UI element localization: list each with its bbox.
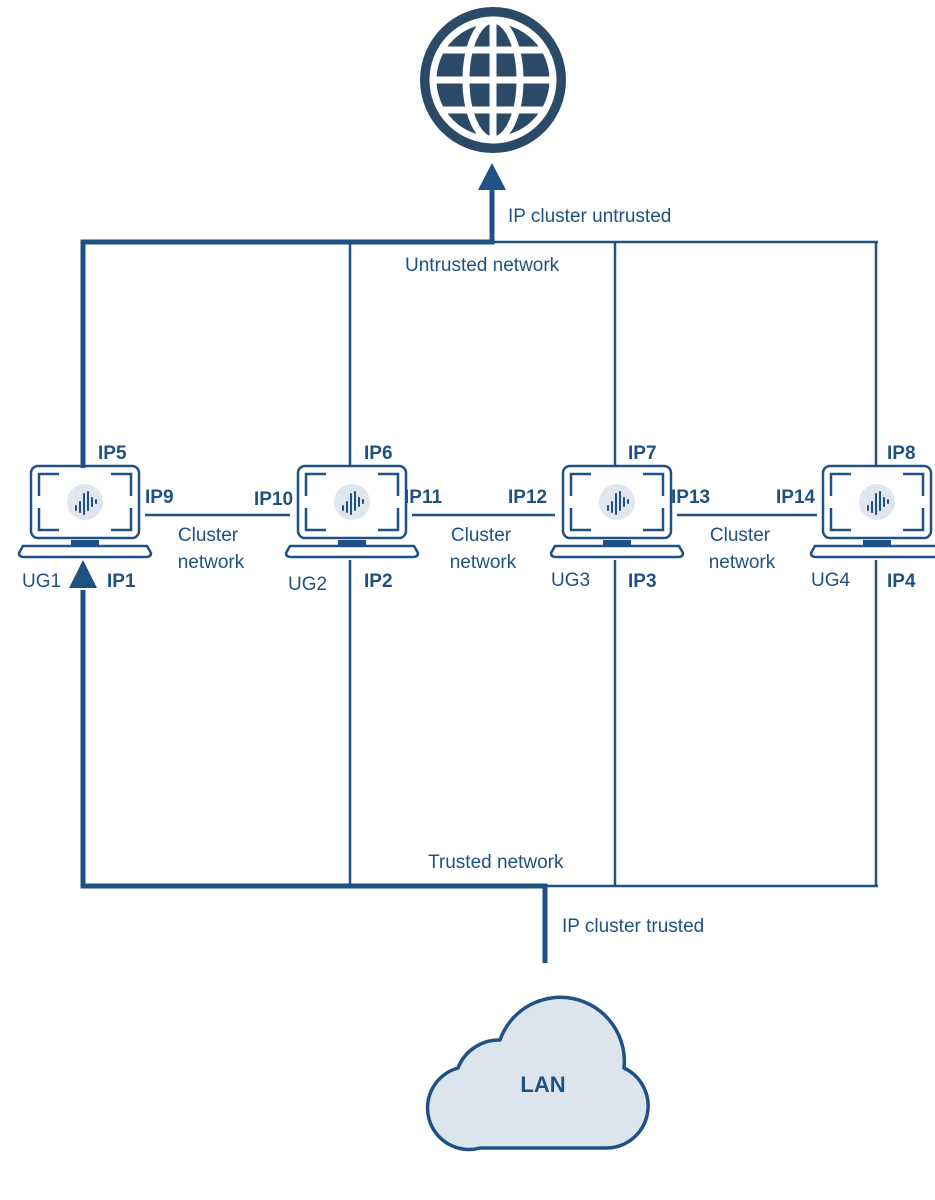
cluster-ip-right: IP10 xyxy=(254,489,293,510)
node-ip-top: IP6 xyxy=(364,443,393,464)
node-ip-top: IP5 xyxy=(98,443,127,464)
trusted-uplink-path xyxy=(80,590,548,963)
cluster-network-label: Cluster xyxy=(451,525,512,546)
node-ip-top: IP7 xyxy=(628,443,657,464)
cluster-ip-left: IP9 xyxy=(145,487,174,508)
node-ip-bottom: IP1 xyxy=(107,571,136,592)
up-arrow-icon xyxy=(69,560,97,588)
cluster-network-label: Cluster xyxy=(178,525,239,546)
untrusted-uplink-path xyxy=(80,185,495,468)
node-name: UG1 xyxy=(22,571,61,592)
cluster-ip-left: IP13 xyxy=(671,487,710,508)
node-ip-bottom: IP3 xyxy=(628,571,657,592)
ip-cluster-untrusted-label: IP cluster untrusted xyxy=(508,206,671,227)
lan-label: LAN xyxy=(520,1072,565,1097)
cluster-network-label: network xyxy=(178,552,245,573)
laptop-icon xyxy=(17,464,153,559)
node-name: UG2 xyxy=(288,574,327,595)
node-ip-top: IP8 xyxy=(887,443,916,464)
cluster-ip-right: IP12 xyxy=(508,487,547,508)
untrusted-network-label: Untrusted network xyxy=(405,255,560,276)
laptop-icon xyxy=(284,464,420,559)
laptop-icon xyxy=(809,464,935,559)
cluster-ip-right: IP14 xyxy=(776,487,816,508)
cluster-network-label: Cluster xyxy=(710,525,771,546)
globe-icon xyxy=(420,7,566,153)
laptop-icon xyxy=(549,464,685,559)
node-ip-bottom: IP2 xyxy=(364,571,393,592)
node-name: UG3 xyxy=(551,570,590,591)
up-arrow-icon xyxy=(478,163,506,190)
cluster-network-label: network xyxy=(709,552,776,573)
cluster-network-label: network xyxy=(450,552,517,573)
trusted-network-label: Trusted network xyxy=(428,852,564,873)
ip-cluster-trusted-label: IP cluster trusted xyxy=(562,916,704,937)
cloud-icon xyxy=(425,995,650,1152)
cluster-ip-left: IP11 xyxy=(404,487,442,508)
node-name: UG4 xyxy=(811,570,851,591)
node-ip-bottom: IP4 xyxy=(887,571,916,592)
